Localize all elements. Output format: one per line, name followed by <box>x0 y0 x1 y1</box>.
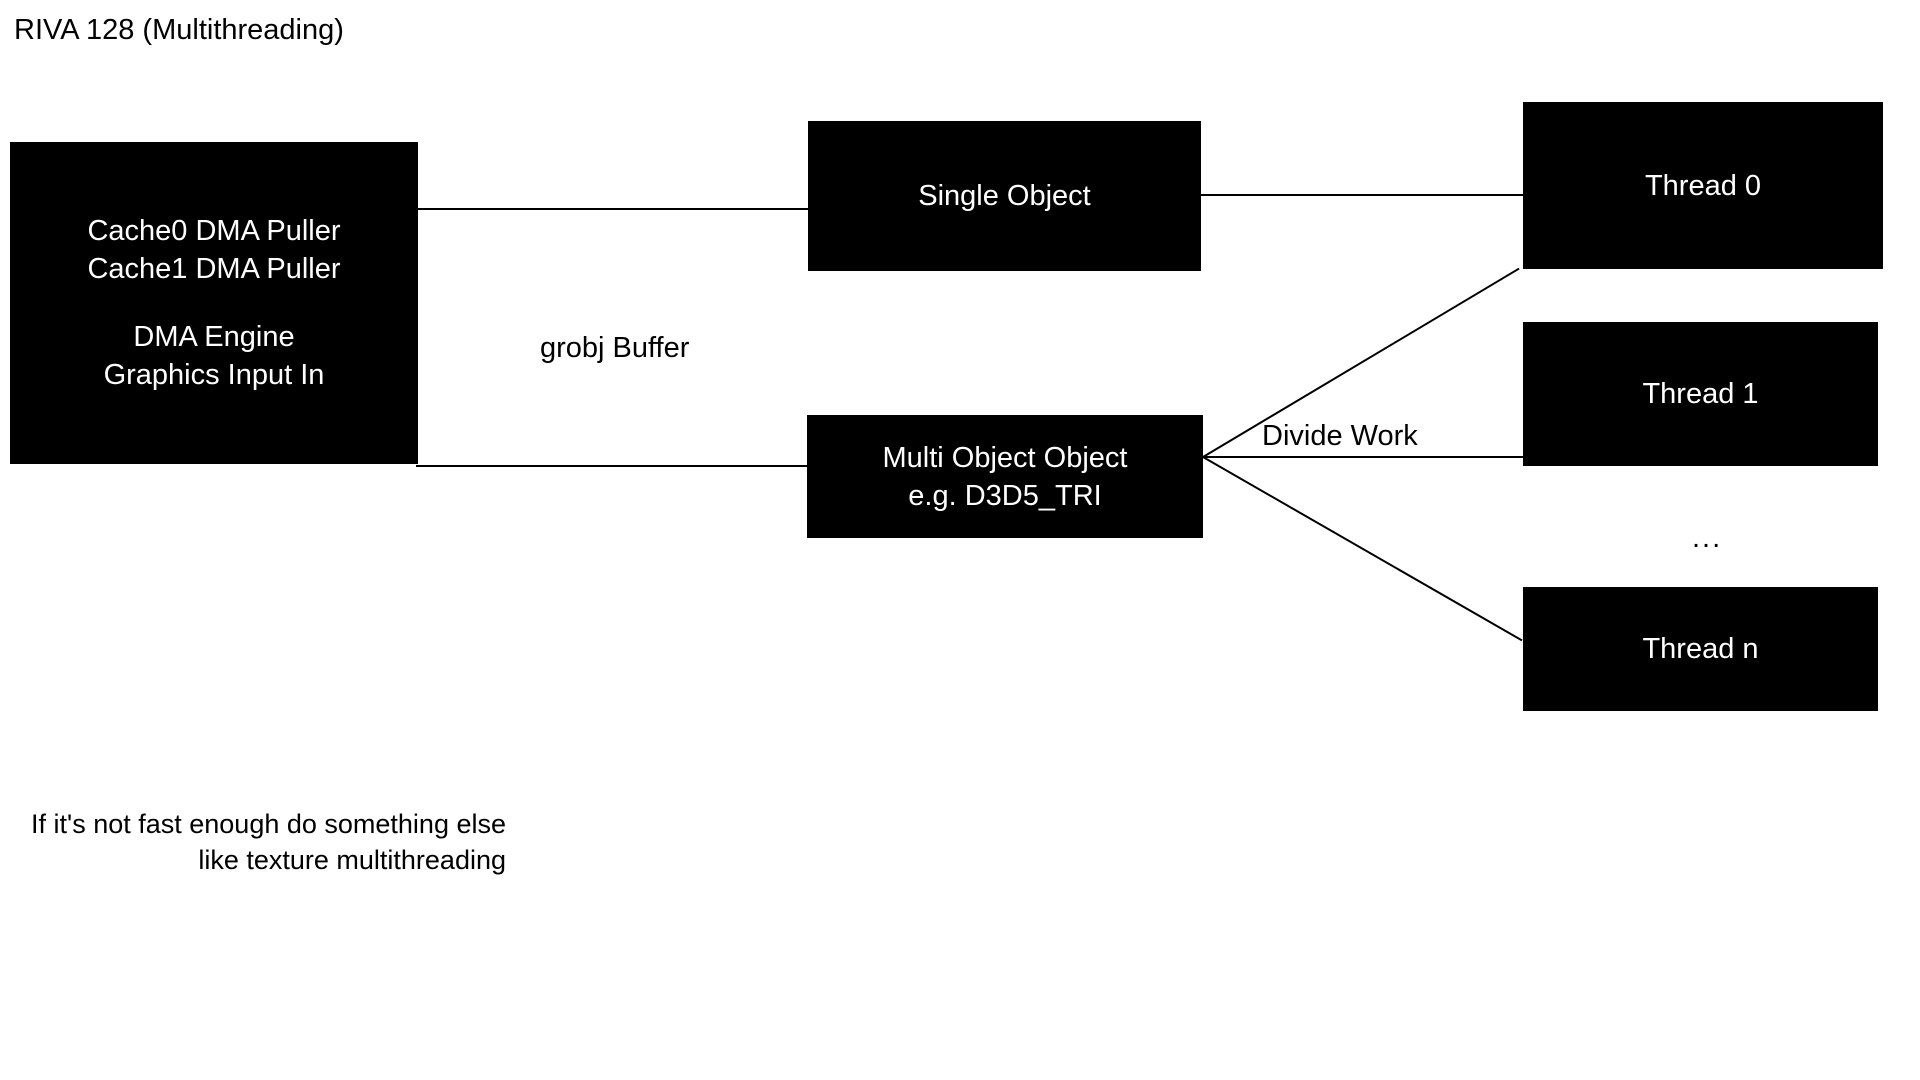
connector-engine-to-single-object <box>416 208 810 210</box>
footnote-line-1: If it's not fast enough do something els… <box>31 809 506 839</box>
box-single-object[interactable]: Single Object <box>808 121 1201 271</box>
footnote-line-2: like texture multithreading <box>198 845 506 875</box>
box-dma-engine[interactable]: Cache0 DMA Puller Cache1 DMA Puller DMA … <box>10 142 418 464</box>
page-title: RIVA 128 (Multithreading) <box>14 14 344 46</box>
box-thread-0-label: Thread 0 <box>1644 169 1762 202</box>
label-divide-work: Divide Work <box>1262 420 1418 452</box>
connector-engine-to-multi-object <box>416 465 810 467</box>
box-thread-n-label: Thread n <box>1642 633 1759 665</box>
box-dma-engine-line2: Cache1 DMA Puller <box>87 253 341 285</box>
box-dma-engine-line4: Graphics Input In <box>103 359 325 391</box>
box-single-object-label: Single Object <box>918 180 1091 212</box>
label-grobj-buffer: grobj Buffer <box>540 332 690 364</box>
label-threads-ellipsis: ... <box>1692 522 1723 554</box>
box-thread-n[interactable]: Thread n <box>1523 587 1878 711</box>
box-thread-0[interactable]: Thread 0 <box>1523 102 1883 269</box>
box-dma-engine-line3: DMA Engine <box>133 321 295 353</box>
box-multi-object-line1: Multi Object Object <box>882 441 1128 474</box>
connector-multi-object-to-thread1 <box>1203 456 1525 458</box>
footnote-text: If it's not fast enough do something els… <box>0 806 506 878</box>
box-thread-1-label: Thread 1 <box>1642 378 1759 410</box>
box-dma-engine-line1: Cache0 DMA Puller <box>87 215 341 247</box>
box-multi-object[interactable]: Multi Object Object e.g. D3D5_TRI <box>807 415 1203 538</box>
box-multi-object-line2: e.g. D3D5_TRI <box>908 479 1102 512</box>
box-thread-1[interactable]: Thread 1 <box>1523 322 1878 466</box>
connector-single-object-to-thread0 <box>1199 194 1525 196</box>
connector-multi-object-to-threadn <box>1202 456 1523 642</box>
